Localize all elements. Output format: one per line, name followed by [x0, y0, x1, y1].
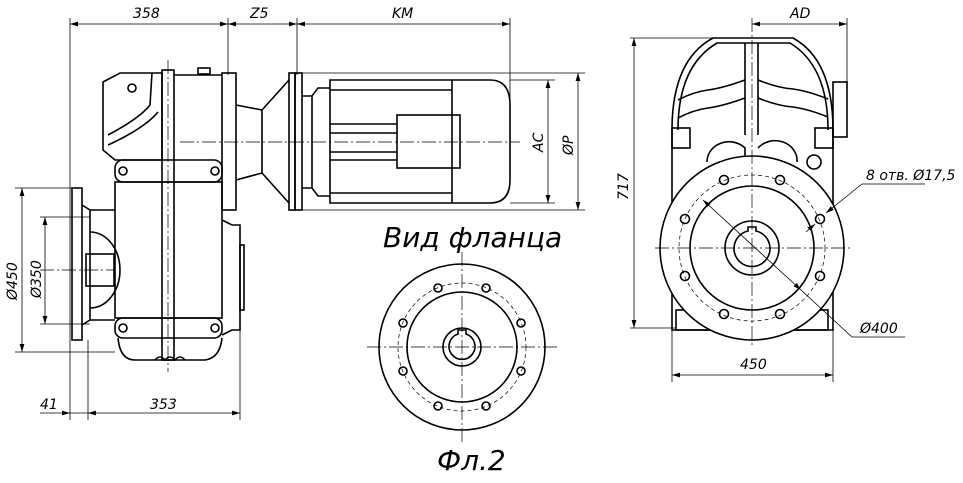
side-box [832, 81, 848, 138]
dim-41-label: 41 [40, 397, 58, 413]
upper-bolt-bar [114, 159, 223, 183]
gearbox-front-housing [671, 37, 834, 331]
dim-450-side-label: Ø450 [5, 262, 21, 301]
dim-717-label: 717 [616, 173, 632, 200]
holes-note-label: 8 отв. Ø17,5 [866, 168, 956, 184]
dim-ad-label: AD [789, 6, 811, 22]
flange-caption: Фл.2 [437, 444, 506, 477]
dim-400-label: Ø400 [859, 321, 898, 337]
dim-353-label: 353 [150, 397, 177, 413]
motor-body [329, 79, 511, 204]
dim-p-label: ØP [561, 135, 577, 156]
flange-bolt-holes [398, 283, 526, 411]
flange-view [367, 252, 557, 442]
flange-view-title: Вид фланца [383, 221, 562, 254]
dim-z5-label: Z5 [249, 6, 269, 22]
dim-450-front-label: 450 [740, 357, 767, 373]
dim-km-label: KM [392, 6, 413, 22]
dim-ac-label: AC [531, 132, 547, 153]
terminal-box [396, 114, 461, 169]
front-view [630, 18, 925, 382]
front-bolt-holes [679, 174, 826, 320]
side-view [15, 18, 585, 420]
dim-358-label: 358 [133, 6, 160, 22]
dim-350-label: Ø350 [29, 260, 45, 299]
lower-bolt-bar [114, 317, 223, 339]
